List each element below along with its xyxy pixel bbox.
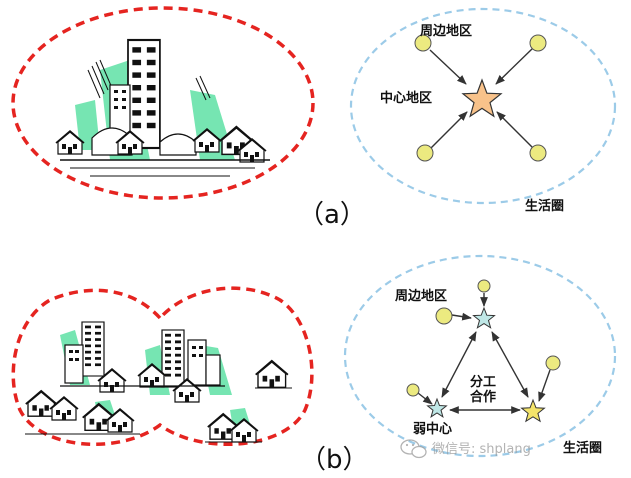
city-boundary-b bbox=[11, 286, 314, 447]
living-circle-boundary-b bbox=[343, 254, 617, 458]
satellite-dots-a bbox=[414, 34, 547, 162]
satellite-dot bbox=[529, 144, 547, 162]
satellite-dot bbox=[416, 144, 434, 162]
city-buildings-a bbox=[55, 38, 270, 177]
satellite-dot bbox=[477, 279, 491, 293]
living-circle-label-a: 生活圈 bbox=[525, 198, 564, 214]
city-boundary-a bbox=[11, 6, 315, 200]
satellite-dot bbox=[529, 34, 547, 52]
arrows-b bbox=[417, 293, 551, 414]
living-circle-label-b: 生活圈 bbox=[563, 440, 602, 456]
division-label-line1: 分工 bbox=[470, 374, 496, 390]
satellite-dot bbox=[406, 383, 420, 397]
diagram-a: 周边地区 中心地区 生活圈 （a） bbox=[11, 6, 617, 230]
center-label-a: 中心地区 bbox=[380, 90, 432, 106]
panel-label-a: （a） bbox=[298, 200, 366, 230]
weak-center-star-left bbox=[426, 397, 448, 418]
periphery-label-b: 周边地区 bbox=[395, 288, 447, 304]
diagram-b: 周边地区 分工 合作 弱中心 生活圈 （b） bbox=[11, 254, 617, 475]
weak-center-label: 弱中心 bbox=[413, 421, 452, 437]
satellite-dots-b bbox=[406, 279, 561, 397]
satellite-dot bbox=[545, 355, 561, 371]
watermark-text: 微信号: shplang bbox=[432, 442, 531, 457]
center-star-a bbox=[461, 78, 503, 118]
weak-center-star-top bbox=[472, 306, 496, 329]
satellite-dot bbox=[414, 34, 432, 52]
satellite-dot bbox=[435, 307, 453, 325]
city-buildings-b bbox=[24, 321, 292, 443]
panel-label-b: （b） bbox=[300, 445, 369, 475]
living-circle-boundary-a bbox=[349, 7, 617, 205]
wechat-icon bbox=[400, 439, 427, 459]
watermark: 微信号: shplang bbox=[400, 439, 531, 459]
weak-center-star-right bbox=[520, 398, 546, 423]
arrows-a bbox=[429, 47, 535, 150]
division-label-line2: 合作 bbox=[470, 389, 496, 405]
periphery-label-a: 周边地区 bbox=[420, 23, 472, 39]
